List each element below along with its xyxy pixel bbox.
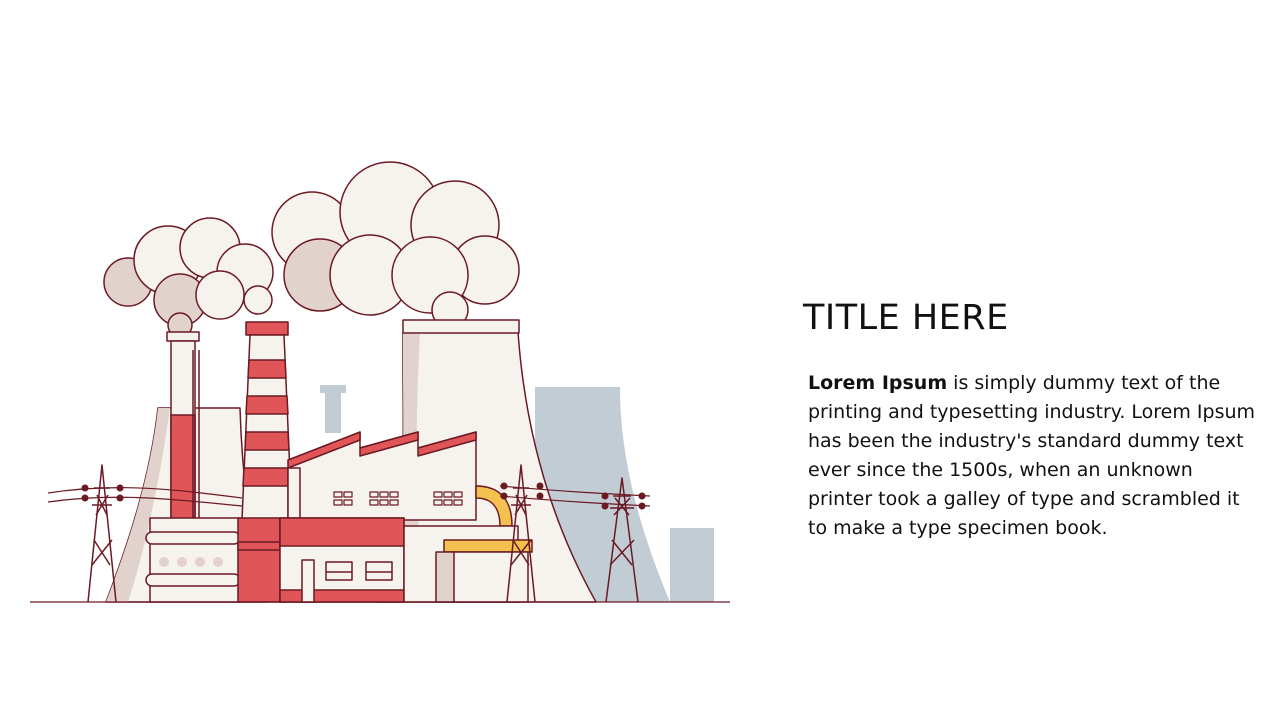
- door-icon: [301, 559, 315, 603]
- smoke-cloud-small: [103, 217, 274, 338]
- body-paragraph: is simply dummy text of the printing and…: [808, 372, 1256, 539]
- insulator-icon: [81, 482, 646, 510]
- main-building: [237, 517, 405, 603]
- power-lines: [47, 485, 651, 507]
- smoke-cloud-large: [271, 161, 520, 329]
- annex-building: [403, 525, 533, 603]
- transmission-tower-right: [605, 477, 639, 603]
- slide-body-text: Lorem Ipsum is simply dummy text of the …: [808, 369, 1258, 543]
- window-icon: [325, 561, 393, 581]
- body-bold-lead: Lorem Ipsum: [808, 372, 948, 394]
- factory-building: [287, 431, 477, 521]
- slide-title: TITLE HERE: [803, 298, 1009, 338]
- chimney-striped: [241, 321, 293, 521]
- power-plant-icon: [30, 161, 730, 603]
- boiler-block: [145, 517, 241, 603]
- transmission-tower-left: [87, 464, 117, 603]
